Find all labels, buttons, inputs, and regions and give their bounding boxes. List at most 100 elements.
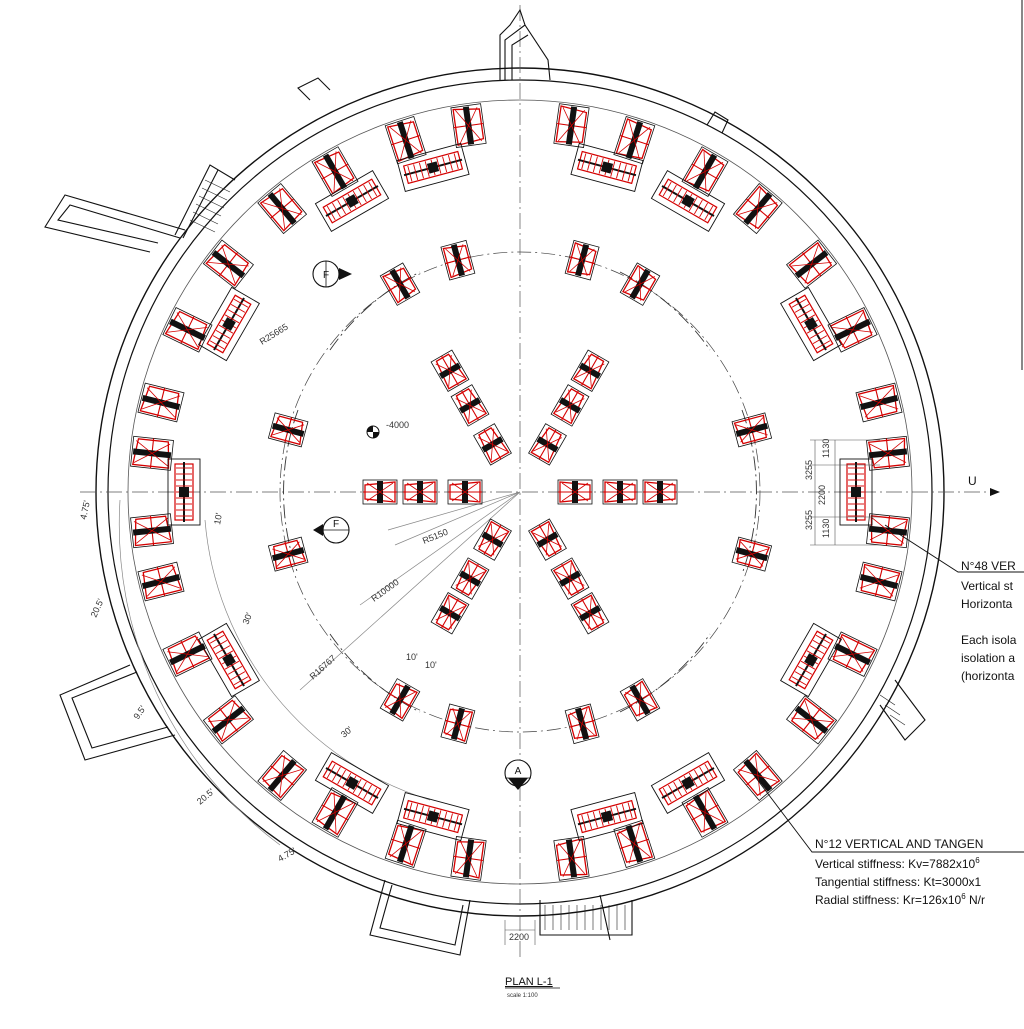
section-marker-a: A	[504, 759, 532, 790]
rail-bogie	[396, 142, 470, 192]
isolator-unit	[550, 384, 590, 427]
rail-bogie	[650, 170, 726, 232]
angle-4-75-bottom: 4.75'	[276, 845, 298, 863]
dim-1130-top: 1130	[821, 439, 831, 458]
isolator-unit	[681, 146, 729, 197]
level-marker: -4000	[366, 420, 409, 439]
arc-dimension-lines	[118, 499, 431, 846]
isolator-unit	[202, 239, 254, 289]
note-n48-line1: Vertical st	[961, 579, 1014, 593]
radius-leaders	[299, 491, 521, 691]
isolator-unit	[384, 115, 427, 165]
isolator-unit	[267, 536, 309, 572]
centre-lines	[80, 5, 990, 960]
isolator-unit	[450, 103, 487, 148]
angle-4-75-left: 4.75'	[78, 499, 92, 520]
isolator-unit	[447, 479, 483, 505]
isolator-unit	[731, 536, 773, 572]
rail-bogie	[396, 792, 470, 842]
section-marker-f-top: F	[312, 260, 352, 288]
rail-bogie	[780, 622, 842, 698]
isolator-unit	[827, 307, 878, 353]
isolator-unit	[384, 819, 427, 869]
plan-title-block: PLAN L-1 scale 1:100	[505, 976, 560, 999]
isolator-unit	[827, 631, 878, 677]
isolator-unit	[379, 678, 421, 722]
plan-scale: scale 1:100	[507, 993, 538, 999]
rail-bogie	[570, 792, 644, 842]
isolator-unit	[866, 435, 910, 471]
rail-bogie	[314, 752, 390, 814]
isolator-unit	[570, 591, 610, 635]
section-marker-letter: A	[515, 766, 522, 777]
plan-title: PLAN L-1	[505, 976, 553, 988]
isolator-unit	[402, 479, 438, 505]
isolator-unit	[162, 631, 213, 677]
isolator-unit	[681, 787, 729, 838]
note-n48-title: N°48 VER	[961, 559, 1016, 573]
note-n48-line3: Each isola	[961, 633, 1017, 647]
note-n12: N°12 VERTICAL AND TANGEN Vertical stiffn…	[815, 837, 985, 907]
u-axis-arrow: U	[968, 474, 1000, 496]
rail-bogie	[839, 458, 873, 526]
isolator-unit	[619, 262, 661, 306]
angle-9-5: 9.5'	[131, 704, 148, 722]
isolator-unit	[202, 695, 254, 745]
radius-r5150: R5150	[421, 527, 449, 546]
dim-2200-right: 2200	[817, 485, 827, 505]
u-axis-label: U	[968, 474, 977, 488]
isolator-unit	[137, 561, 185, 602]
isolator-unit	[450, 384, 490, 427]
note-n48-line4: isolation a	[961, 651, 1015, 665]
isolator-unit	[602, 479, 638, 505]
rail-bogie	[570, 142, 644, 192]
isolator-unit	[440, 703, 476, 745]
isolator-unit	[473, 423, 512, 466]
right-dimension-lines	[504, 439, 880, 945]
rail-bogie	[314, 170, 390, 232]
rail-bogie	[198, 286, 260, 362]
note-n48-line5: (horizonta	[961, 669, 1015, 683]
isolator-unit	[855, 382, 903, 423]
isolator-unit	[162, 307, 213, 353]
isolator-unit	[130, 435, 174, 471]
stair-hatching	[189, 179, 906, 930]
isolator-unit	[732, 183, 783, 235]
isolator-unit	[450, 557, 490, 600]
isolator-unit	[379, 262, 421, 306]
isolator-unit	[731, 412, 773, 448]
isolator-unit	[267, 412, 309, 448]
rail-bogie	[167, 458, 201, 526]
isolator-unit	[430, 349, 470, 393]
level-value: -4000	[386, 420, 409, 430]
rail-bogie	[198, 622, 260, 698]
isolator-unit	[553, 103, 590, 148]
angle-30-bottom: 30'	[339, 724, 355, 739]
isolator-unit	[550, 557, 590, 600]
dim-3255-top: 3255	[804, 460, 814, 480]
isolator-unit	[564, 239, 600, 281]
isolator-unit	[473, 518, 512, 561]
note-n12-kt: Tangential stiffness: Kt=3000x1	[815, 875, 982, 889]
note-n48: N°48 VER Vertical st Horizonta Each isol…	[961, 559, 1017, 683]
isolator-unit	[613, 115, 656, 165]
angle-30-left: 30'	[241, 611, 255, 626]
dim-1130-bottom: 1130	[821, 519, 831, 538]
isolator-unit	[786, 239, 838, 289]
isolator-unit	[362, 479, 398, 505]
angle-10-left: 10'	[212, 512, 224, 526]
isolator-unit	[430, 591, 470, 635]
radius-r10000: R10000	[369, 577, 400, 604]
isolator-unit	[564, 703, 600, 745]
isolator-unit	[732, 749, 783, 801]
isolator-unit	[257, 183, 308, 235]
note-n12-title: N°12 VERTICAL AND TANGEN	[815, 837, 983, 851]
note-leaders	[749, 524, 1024, 853]
isolator-unit	[311, 146, 359, 197]
section-marker-letter: F	[333, 519, 339, 530]
isolator-unit	[553, 836, 590, 881]
isolator-unit	[311, 787, 359, 838]
angle-20-5-left: 20.5'	[89, 597, 106, 619]
rail-bogie	[650, 752, 726, 814]
